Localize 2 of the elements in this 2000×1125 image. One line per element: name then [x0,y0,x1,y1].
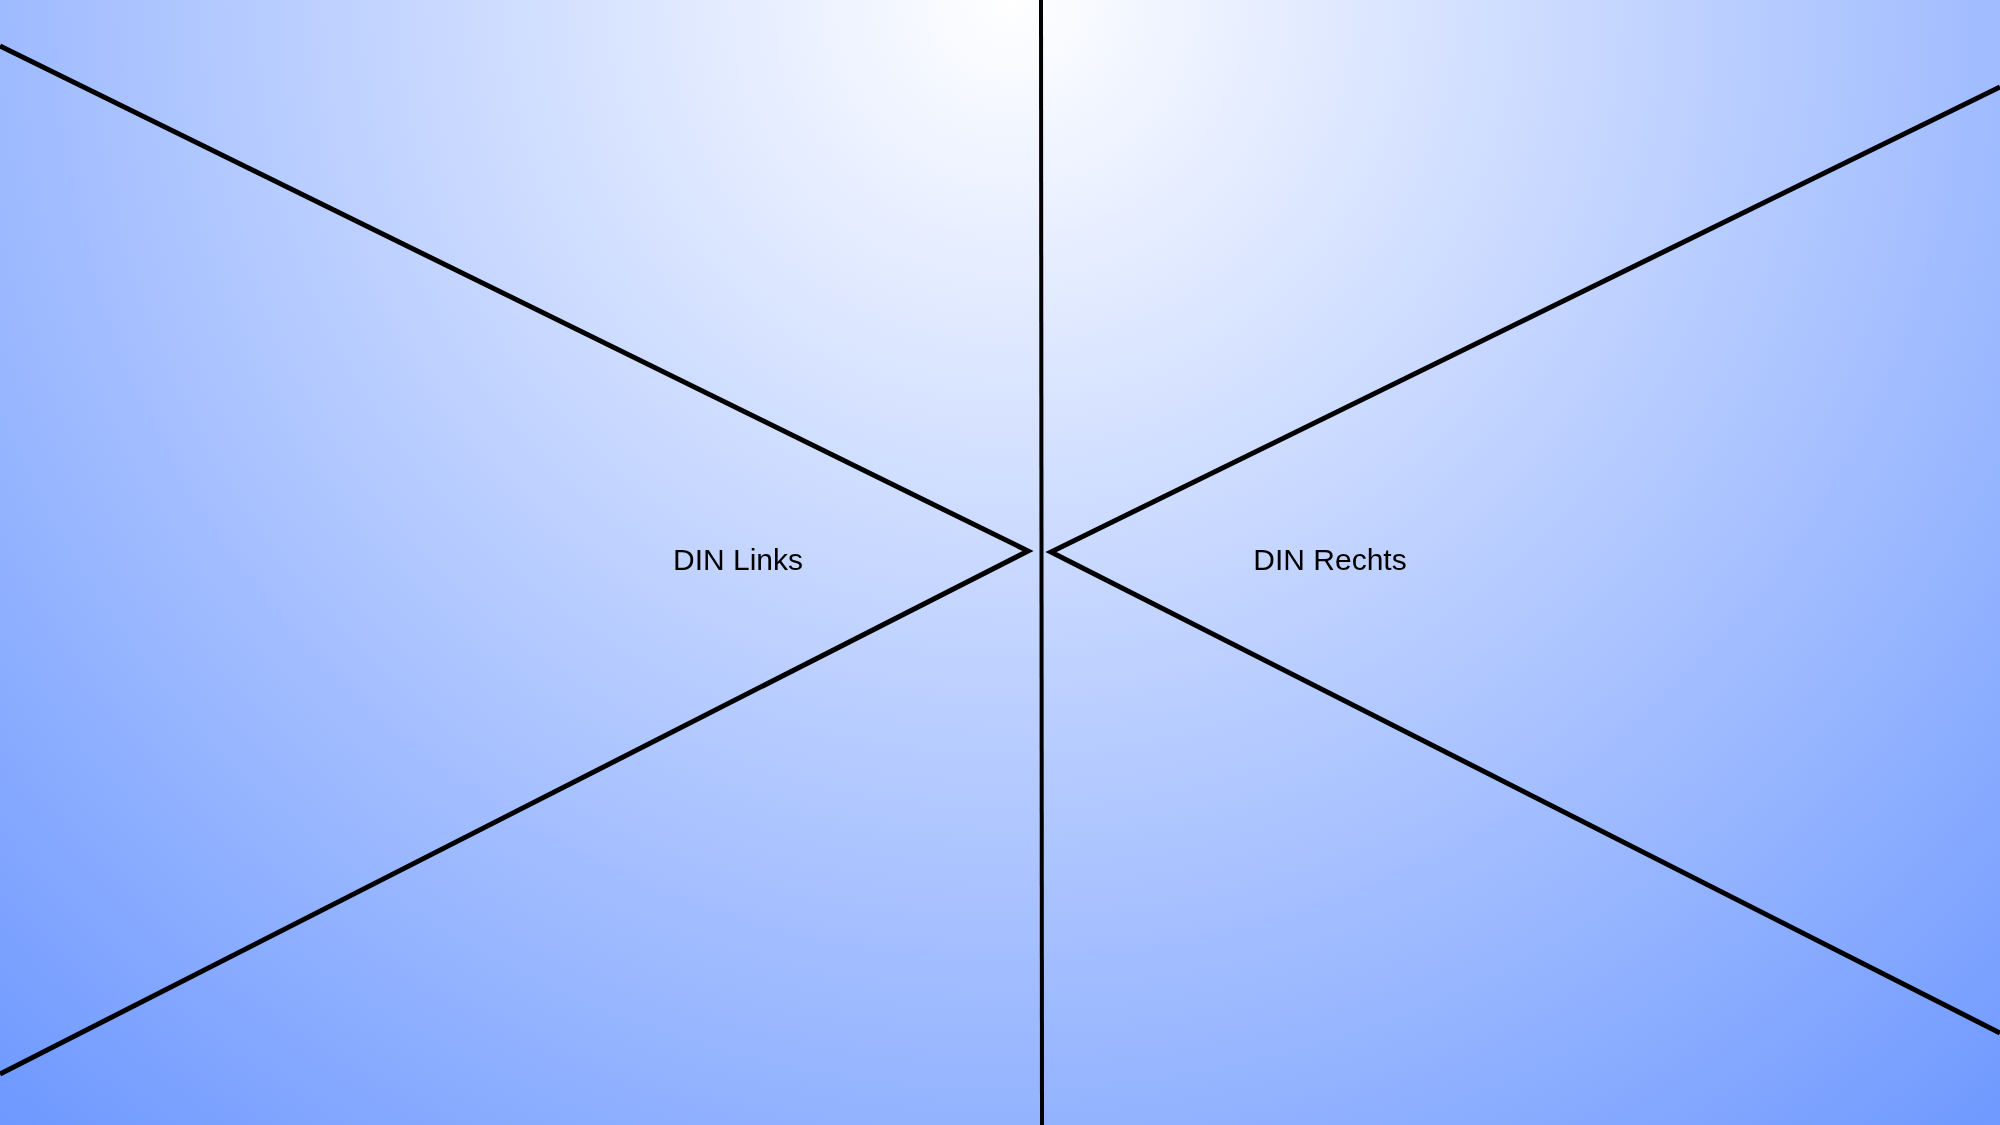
side-label: DIN Links [673,543,803,577]
side-label: DIN Rechts [1253,543,1407,577]
